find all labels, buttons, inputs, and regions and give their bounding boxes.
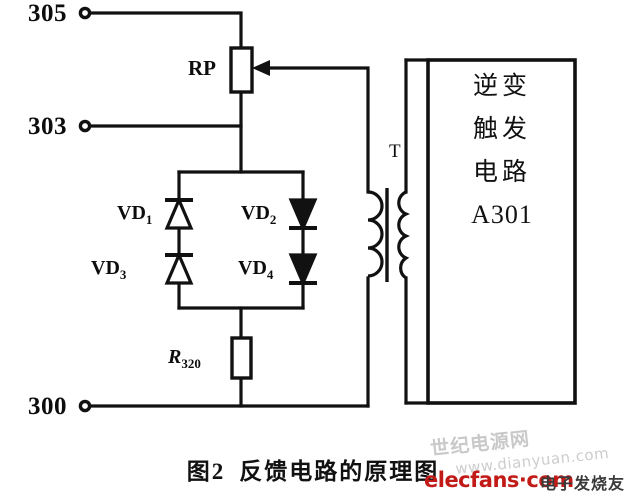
wire-rp-wiper-to-transformer: [260, 66, 370, 194]
control-block-outline: [426, 58, 577, 405]
diode-vd3-label-text: VD: [91, 257, 120, 279]
diode-vd1-label-sub: 1: [145, 212, 153, 227]
transformer-secondary-coil: [397, 190, 410, 280]
terminal-node-305: [78, 6, 92, 20]
terminal-label-303: 303: [28, 113, 67, 140]
diode-vd1-label-text: VD: [117, 202, 146, 224]
resistor-r320-label: R320: [168, 347, 201, 370]
terminal-label-300: 300: [28, 393, 67, 420]
diode-vd3-symbol: [164, 250, 194, 285]
resistor-r320-label-text: R: [168, 346, 182, 368]
figure-caption-text: 反馈电路的原理图: [239, 459, 440, 485]
figure-caption-number: 图2: [186, 459, 226, 484]
control-block-text: 逆变 触发 电路 A301: [432, 64, 572, 238]
diode-vd1-symbol: [164, 195, 194, 230]
diode-vd3-label-sub: 3: [119, 267, 127, 282]
figure-caption: 图2 反馈电路的原理图: [0, 452, 626, 486]
transformer-t-label: T: [389, 141, 401, 162]
terminal-node-300: [78, 399, 92, 413]
control-block-line-1: 逆变: [472, 71, 531, 100]
control-block-line-3: 电路: [472, 157, 531, 186]
diode-vd4-symbol: [288, 253, 318, 288]
diode-vd2-label-text: VD: [241, 202, 270, 224]
control-block-code: A301: [471, 200, 533, 229]
diode-vd2-label-sub: 2: [269, 212, 277, 227]
watermark-elecfans: elecfans·com: [424, 468, 574, 492]
resistor-r320-body: [230, 336, 253, 380]
terminal-node-303: [78, 119, 92, 133]
diode-vd4-label: VD4: [238, 258, 273, 281]
resistor-r320-label-sub: 320: [181, 356, 201, 371]
control-block-line-2: 触发: [472, 114, 531, 143]
potentiometer-rp-body: [229, 46, 254, 94]
terminal-nodes: [78, 6, 92, 413]
diode-vd4-label-sub: 4: [266, 267, 274, 282]
diode-vd2-label: VD2: [241, 203, 276, 226]
potentiometer-rp-wiper-arrow: [252, 60, 270, 76]
diode-vd3-label: VD3: [91, 258, 126, 281]
transformer-primary-coil: [367, 190, 384, 278]
terminal-label-305: 305: [28, 0, 67, 27]
wire-305-to-rp: [88, 11, 243, 50]
diode-vd1-label: VD1: [117, 203, 152, 226]
potentiometer-rp-label: RP: [188, 56, 216, 80]
diode-vd4-label-text: VD: [238, 257, 267, 279]
diode-vd2-symbol: [288, 198, 318, 233]
watermark-elecfans-cn: 电子发烧友: [540, 474, 626, 493]
